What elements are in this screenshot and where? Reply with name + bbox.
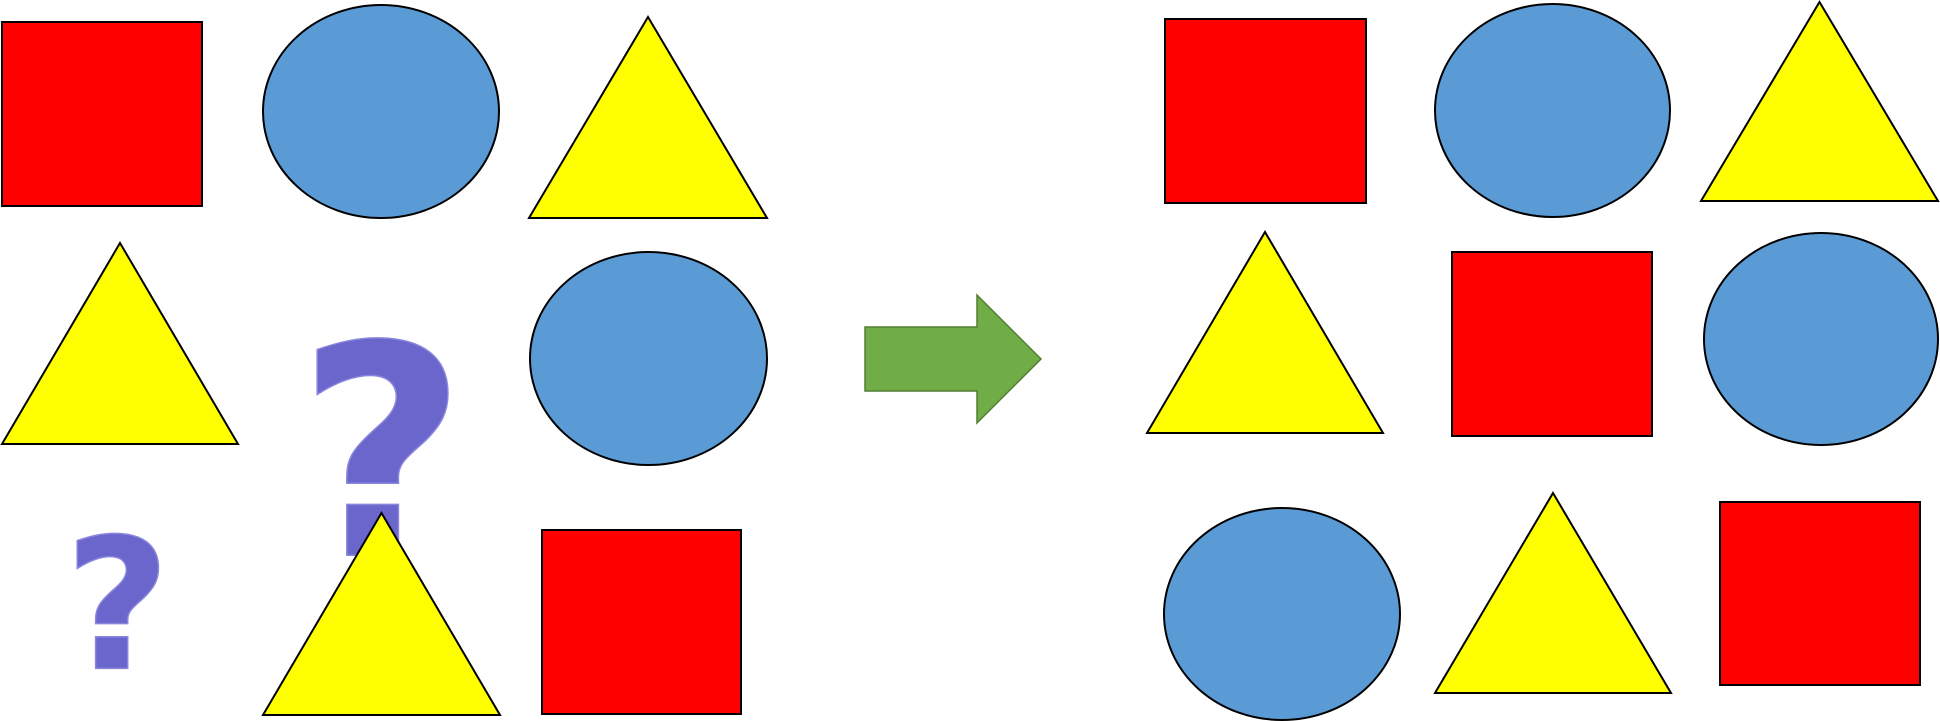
left-grid: ?? — [0, 4, 769, 716]
left-r3c1-question-mark-icon: ? — [65, 499, 171, 711]
left-r3c3-square-shape — [541, 529, 742, 715]
right-r3c3-square-shape — [1719, 501, 1921, 686]
right-r1c2-circle-shape — [1434, 3, 1671, 218]
left-r2c3-circle-shape — [529, 251, 768, 466]
right-grid — [1145, 0, 1940, 721]
right-r1c1-square-shape — [1164, 18, 1367, 204]
left-r1c2-circle-shape — [262, 4, 500, 219]
right-r2c1-triangle-shape — [1145, 230, 1385, 434]
right-r2c2-square-shape — [1451, 251, 1653, 437]
transition-arrow — [864, 293, 1043, 425]
right-arrow-icon — [864, 293, 1043, 425]
left-r2c1-triangle-shape — [0, 241, 240, 445]
right-r1c3-triangle-shape — [1699, 0, 1940, 202]
left-r3c2-triangle-shape — [261, 511, 502, 716]
right-r2c3-circle-shape — [1703, 232, 1939, 446]
left-r1c1-square-shape — [1, 21, 203, 207]
right-r3c1-circle-shape — [1163, 507, 1401, 721]
left-r1c3-triangle-shape — [527, 15, 769, 219]
left-r2c2-question-mark-icon: ? — [297, 284, 467, 625]
right-r3c2-triangle-shape — [1433, 491, 1673, 694]
